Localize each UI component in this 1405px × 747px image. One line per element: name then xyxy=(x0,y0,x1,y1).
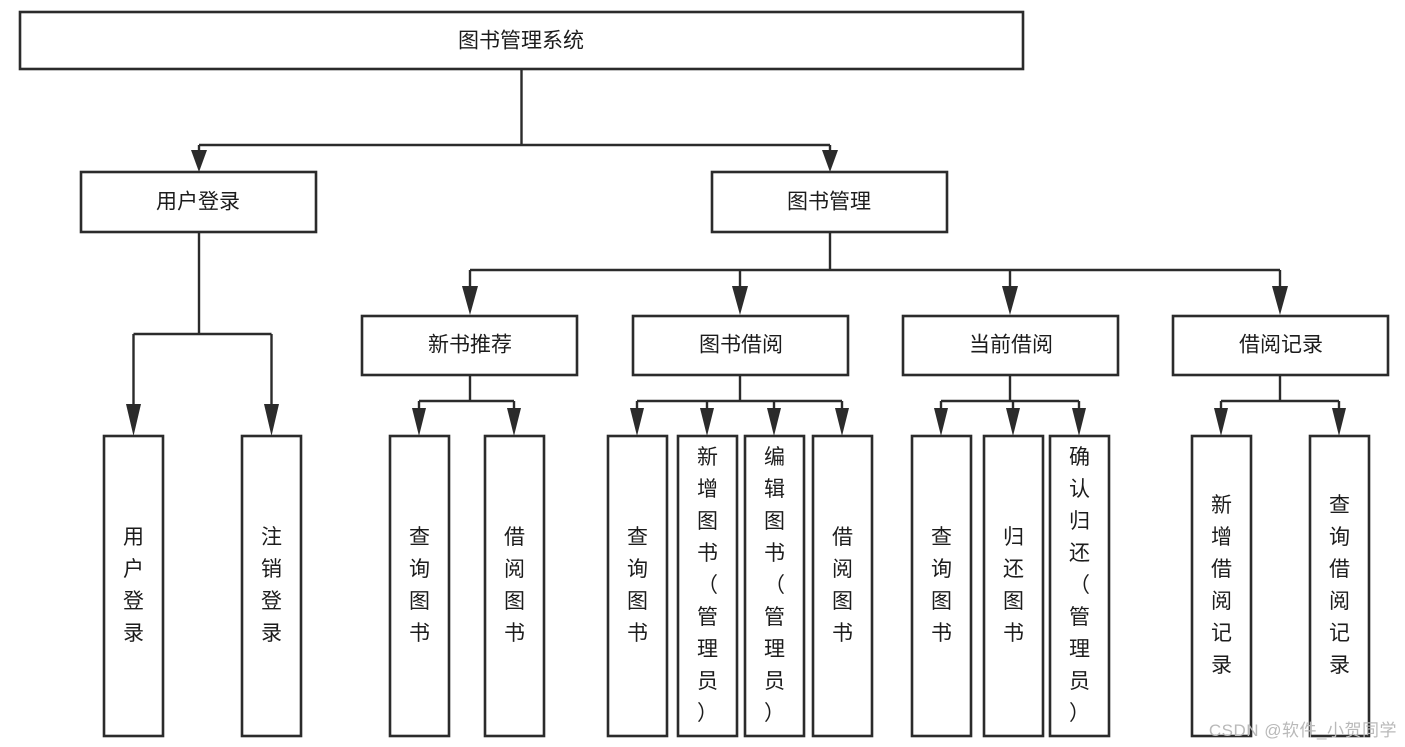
arrowhead-leaf-user-login xyxy=(126,404,141,436)
leaf-bookborrow-add-box[interactable] xyxy=(676,434,739,738)
leaf-user-login-label: 用户登录 xyxy=(123,526,144,645)
node-current-borrow[interactable]: 当前借阅 xyxy=(901,314,1120,377)
node-borrow-record[interactable]: 借阅记录 xyxy=(1171,314,1390,377)
leaf-borrowrecord-add-box[interactable] xyxy=(1190,434,1253,738)
leaf-borrowrecord-query-box[interactable] xyxy=(1308,434,1371,738)
leaf-logout-label: 注销登录 xyxy=(261,526,282,645)
leaf-currentborrow-query-label: 查询图书 xyxy=(931,526,952,645)
leaf-user-login-box[interactable] xyxy=(102,434,165,738)
arrowhead-book-borrow xyxy=(732,286,748,315)
arrowhead-currentborrow-leaf-2 xyxy=(1006,408,1020,436)
leaf-bookborrow-edit-box[interactable] xyxy=(743,434,806,738)
node-user-login-label: 用户登录 xyxy=(156,191,240,214)
leaf-bookborrow-add-label: 新增图书（管理员） xyxy=(697,446,718,725)
leaf-borrowrecord-query-label: 查询借阅记录 xyxy=(1329,494,1350,677)
node-current-borrow-label: 当前借阅 xyxy=(969,334,1053,357)
arrowhead-new-book xyxy=(462,286,478,315)
arrowhead-borrowrecord-leaf-1 xyxy=(1214,408,1228,436)
arrowhead-newbook-leaf-1 xyxy=(412,408,426,436)
leaf-newbook-borrow-label: 借阅图书 xyxy=(504,526,525,645)
arrowhead-currentborrow-leaf-3 xyxy=(1072,408,1086,436)
connector-layer xyxy=(126,69,1346,436)
node-root-label: 图书管理系统 xyxy=(458,30,584,53)
arrowhead-book-manage xyxy=(822,150,838,172)
leaf-node[interactable]: 查询图书 xyxy=(388,434,451,738)
node-book-borrow-box[interactable] xyxy=(631,314,850,377)
leaf-currentborrow-return-box[interactable] xyxy=(982,434,1045,738)
leaf-bookborrow-query-box[interactable] xyxy=(606,434,669,738)
leaf-node[interactable]: 确认归还（管理员） xyxy=(1048,434,1111,738)
node-new-book-recommend[interactable]: 新书推荐 xyxy=(360,314,579,377)
node-book-manage[interactable]: 图书管理 xyxy=(710,170,949,234)
leaf-bookborrow-borrow-box[interactable] xyxy=(811,434,874,738)
arrowhead-current-borrow xyxy=(1002,286,1018,315)
arrowhead-user-login xyxy=(191,150,207,172)
arrowhead-currentborrow-leaf-1 xyxy=(934,408,948,436)
leaf-node[interactable]: 注销登录 xyxy=(240,434,303,738)
node-user-login[interactable]: 用户登录 xyxy=(79,170,318,234)
node-borrow-record-label: 借阅记录 xyxy=(1239,334,1323,357)
leaf-bookborrow-borrow-label: 借阅图书 xyxy=(832,526,853,645)
node-borrow-record-box[interactable] xyxy=(1171,314,1390,377)
leaf-node[interactable]: 查询图书 xyxy=(606,434,669,738)
leaf-newbook-borrow-box[interactable] xyxy=(483,434,546,738)
leaf-newbook-query-label: 查询图书 xyxy=(409,526,430,645)
node-book-manage-box[interactable] xyxy=(710,170,949,234)
arrowhead-leaf-logout xyxy=(264,404,279,436)
leaf-node[interactable]: 用户登录 xyxy=(102,434,165,738)
arrowhead-borrowrecord-leaf-2 xyxy=(1332,408,1346,436)
leaf-bookborrow-query-label: 查询图书 xyxy=(627,526,648,645)
node-root[interactable]: 图书管理系统 xyxy=(18,10,1025,71)
leaf-node[interactable]: 新增借阅记录 xyxy=(1190,434,1253,738)
arrowhead-bookborrow-leaf-1 xyxy=(630,408,644,436)
leaf-currentborrow-confirm-box[interactable] xyxy=(1048,434,1111,738)
node-book-borrow[interactable]: 图书借阅 xyxy=(631,314,850,377)
leaf-currentborrow-query-box[interactable] xyxy=(910,434,973,738)
arrowhead-bookborrow-leaf-2 xyxy=(700,408,714,436)
leaf-node[interactable]: 新增图书（管理员） xyxy=(676,434,739,738)
node-user-login-box[interactable] xyxy=(79,170,318,234)
leaf-newbook-query-box[interactable] xyxy=(388,434,451,738)
leaf-logout-box[interactable] xyxy=(240,434,303,738)
leaf-node[interactable]: 借阅图书 xyxy=(483,434,546,738)
arrowhead-newbook-leaf-2 xyxy=(507,408,521,436)
leaf-node[interactable]: 编辑图书（管理员） xyxy=(743,434,806,738)
leaf-node[interactable]: 归还图书 xyxy=(982,434,1045,738)
arrowhead-borrow-record xyxy=(1272,286,1288,315)
leaf-borrowrecord-add-label: 新增借阅记录 xyxy=(1211,494,1232,677)
arrowhead-bookborrow-leaf-3 xyxy=(767,408,781,436)
node-current-borrow-box[interactable] xyxy=(901,314,1120,377)
leaf-node[interactable]: 查询借阅记录 xyxy=(1308,434,1371,738)
leaf-node[interactable]: 借阅图书 xyxy=(811,434,874,738)
node-book-borrow-label: 图书借阅 xyxy=(699,334,783,357)
leaf-bookborrow-edit-label: 编辑图书（管理员） xyxy=(764,446,785,725)
leaf-node[interactable]: 查询图书 xyxy=(910,434,973,738)
node-new-book-recommend-box[interactable] xyxy=(360,314,579,377)
node-book-manage-label: 图书管理 xyxy=(787,191,871,214)
node-new-book-recommend-label: 新书推荐 xyxy=(428,334,512,357)
arrowhead-bookborrow-leaf-4 xyxy=(835,408,849,436)
leaf-currentborrow-confirm-label: 确认归还（管理员） xyxy=(1069,446,1090,725)
leaf-currentborrow-return-label: 归还图书 xyxy=(1003,526,1024,645)
node-root-box[interactable] xyxy=(18,10,1025,71)
